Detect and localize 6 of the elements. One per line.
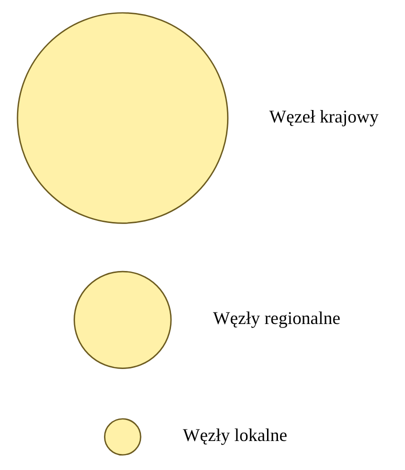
node-label: Węzeł krajowy: [269, 106, 379, 126]
node-circle: [104, 418, 142, 456]
node-label: Węzły lokalne: [182, 425, 288, 446]
node-label: Węzły regionalne: [213, 308, 340, 328]
node-circle: [16, 12, 228, 224]
node-circle: [74, 270, 172, 369]
